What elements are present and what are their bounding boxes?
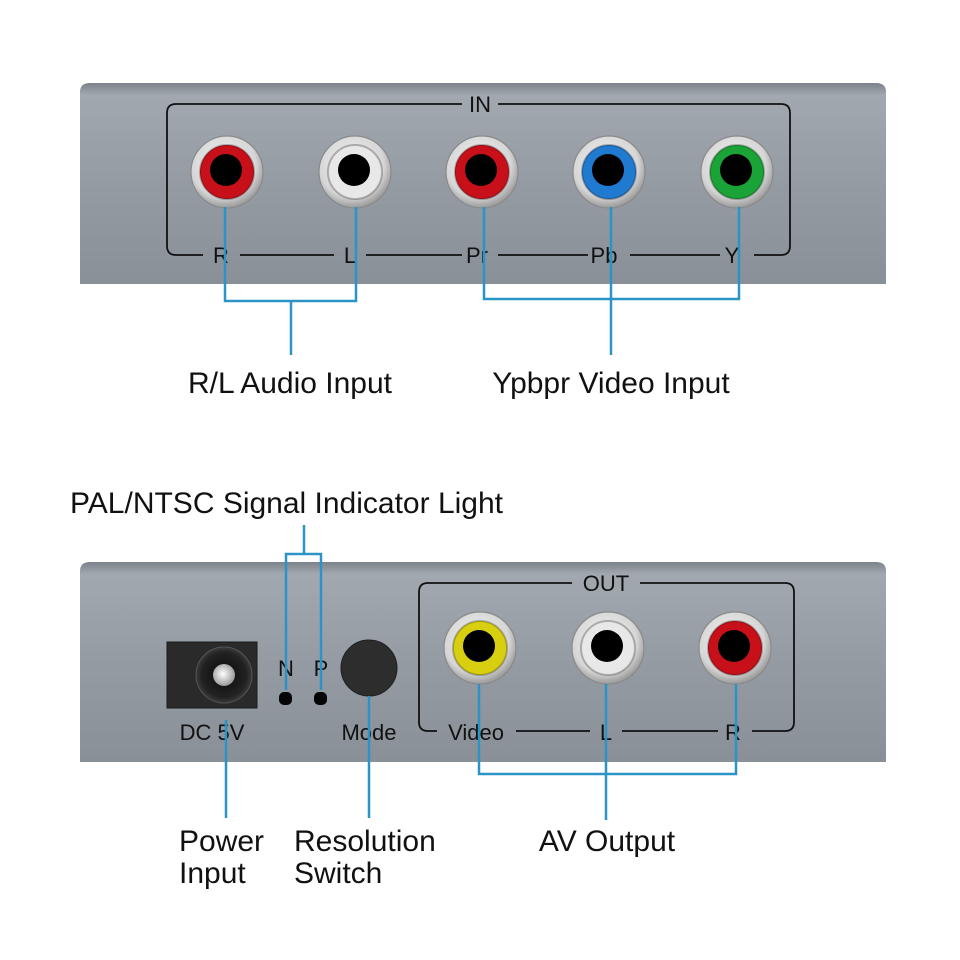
video-pb-ring-shadow bbox=[581, 144, 637, 200]
video-pr-hole bbox=[465, 154, 497, 186]
indicator-n-led bbox=[279, 692, 292, 705]
indicator-callout: PAL/NTSC Signal Indicator Light bbox=[70, 487, 504, 520]
video-pr-jack[interactable] bbox=[445, 135, 519, 209]
video-out-ring-shadow bbox=[452, 620, 508, 676]
video-pb-jack[interactable] bbox=[572, 135, 646, 209]
audio-left-label: L bbox=[344, 243, 356, 268]
top-panel: IN R L Pr Pb Y bbox=[80, 83, 886, 284]
video-pr-label: Pr bbox=[466, 243, 488, 268]
power-callout-line2: Input bbox=[179, 857, 246, 890]
indicator-p-led bbox=[314, 692, 327, 705]
audio-left-out-hole bbox=[591, 630, 623, 662]
video-out-jack[interactable] bbox=[443, 611, 517, 685]
mode-callout-line2: Switch bbox=[294, 857, 382, 890]
audio-right-out-jack[interactable] bbox=[698, 611, 772, 685]
out-group-label: OUT bbox=[583, 571, 629, 596]
audio-input-callout: R/L Audio Input bbox=[188, 367, 393, 400]
video-input-callout: Ypbpr Video Input bbox=[492, 367, 730, 400]
audio-right-hole bbox=[210, 154, 242, 186]
video-pr-ring-shadow bbox=[454, 144, 510, 200]
in-group-label: IN bbox=[469, 92, 491, 117]
video-out-hole bbox=[463, 630, 495, 662]
audio-right-label: R bbox=[213, 243, 229, 268]
audio-right-jack[interactable] bbox=[190, 135, 264, 209]
dc-label: DC 5V bbox=[180, 720, 245, 745]
video-y-jack[interactable] bbox=[700, 135, 774, 209]
audio-left-ring-shadow bbox=[327, 144, 383, 200]
top-leaders bbox=[223, 207, 741, 355]
video-y-label: Y bbox=[725, 243, 740, 268]
video-out-label: Video bbox=[448, 720, 504, 745]
audio-right-out-ring-shadow bbox=[707, 620, 763, 676]
dc-jack bbox=[166, 641, 258, 709]
mode-callout-line1: Resolution bbox=[294, 825, 436, 858]
audio-left-out-ring-shadow bbox=[580, 620, 636, 676]
dc-jack-pin bbox=[213, 664, 235, 686]
out-frame-left bbox=[418, 582, 572, 732]
audio-right-ring-shadow bbox=[199, 144, 255, 200]
audio-right-out-label: R bbox=[725, 720, 741, 745]
av-leader-bracket bbox=[477, 684, 738, 776]
video-pb-label: Pb bbox=[591, 243, 618, 268]
bottom-leaders bbox=[224, 525, 738, 820]
in-frame-left bbox=[166, 103, 462, 256]
av-output-callout: AV Output bbox=[539, 825, 676, 858]
video-y-hole bbox=[720, 154, 752, 186]
audio-left-jack[interactable] bbox=[318, 135, 392, 209]
audio-right-out-hole bbox=[718, 630, 750, 662]
in-frame-right bbox=[498, 103, 791, 256]
audio-left-hole bbox=[338, 154, 370, 186]
video-pb-hole bbox=[592, 154, 624, 186]
out-frame-right bbox=[640, 582, 795, 732]
audio-left-out-jack[interactable] bbox=[571, 611, 645, 685]
power-callout-line1: Power bbox=[179, 825, 264, 858]
video-y-ring-shadow bbox=[709, 144, 765, 200]
mode-button[interactable] bbox=[340, 639, 398, 697]
indicator-leader-bracket bbox=[284, 552, 323, 690]
